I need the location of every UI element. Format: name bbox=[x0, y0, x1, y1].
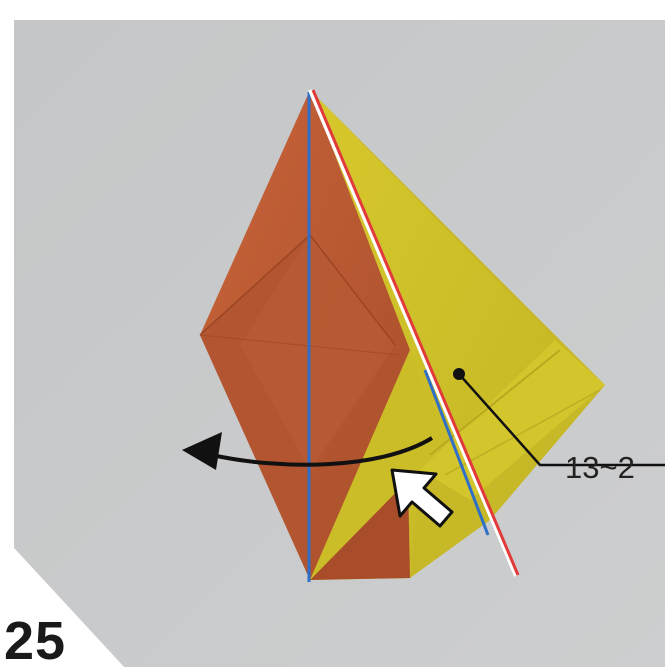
step-number: 25 bbox=[0, 616, 114, 667]
reference-steps-label: 13~2 bbox=[565, 448, 665, 488]
